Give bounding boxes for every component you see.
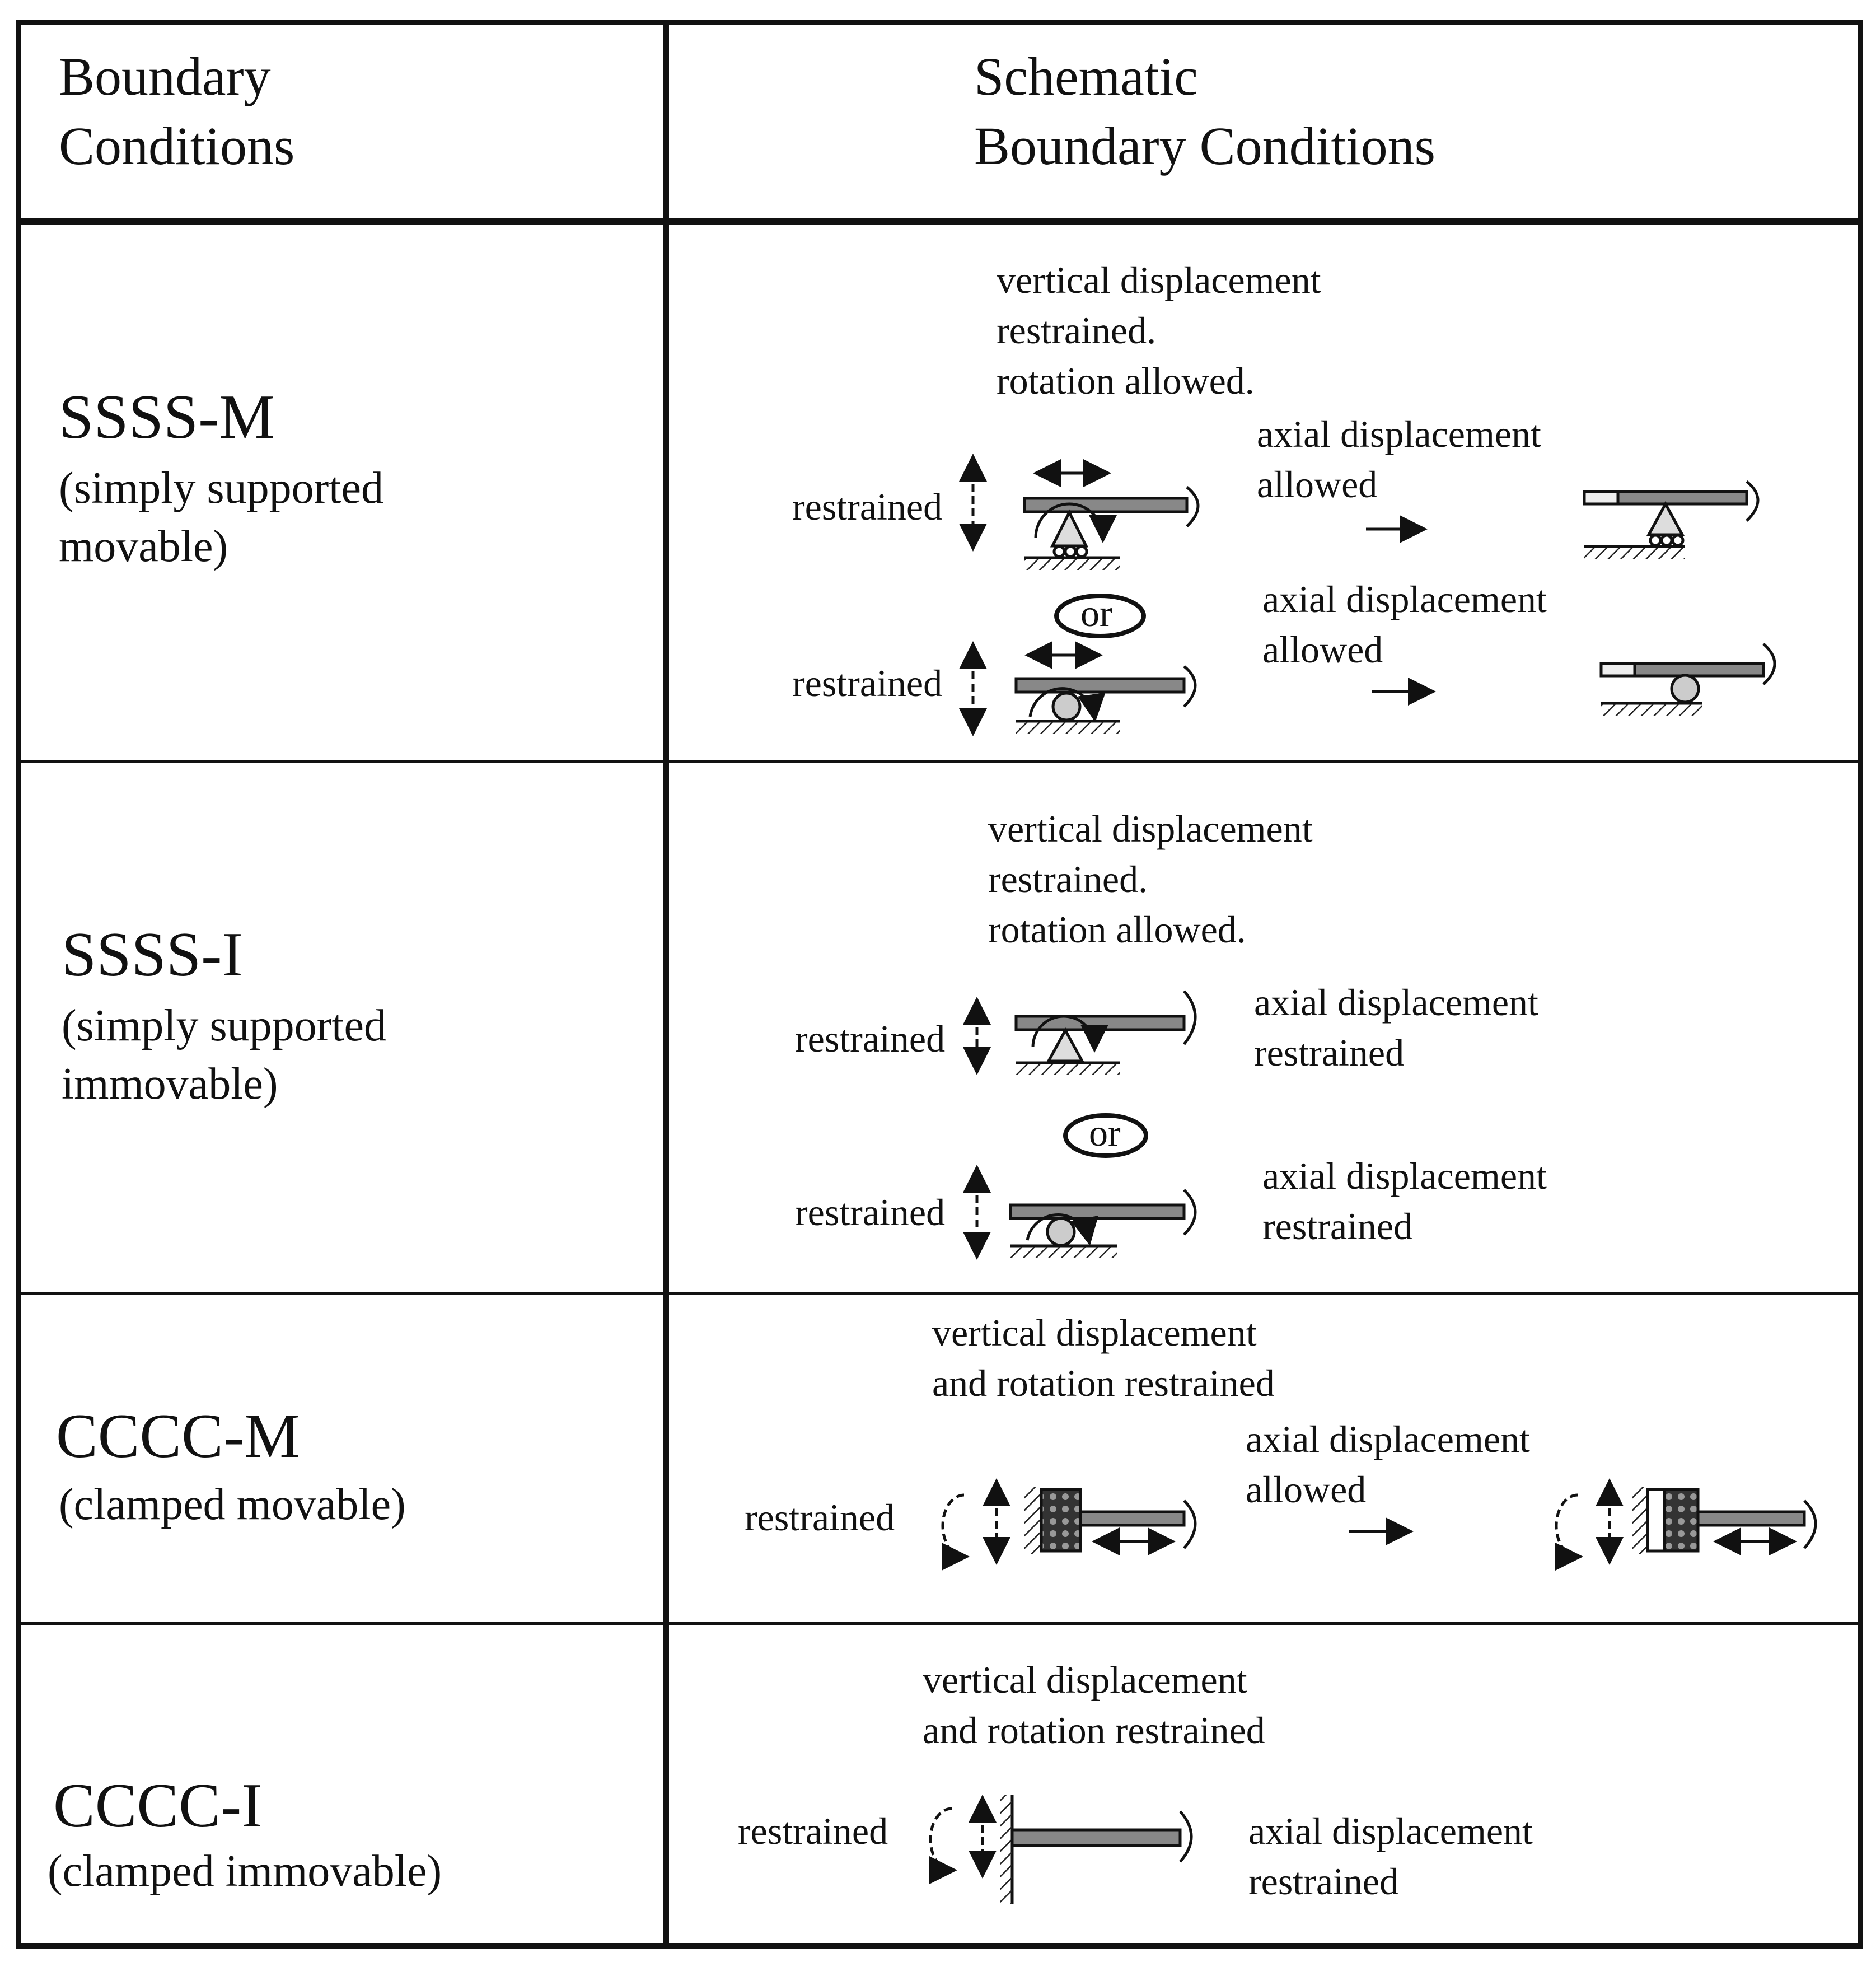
- cccc-i-axial: axial displacement restrained: [1248, 1806, 1533, 1907]
- header-col1: Boundary Conditions: [59, 42, 294, 181]
- cccc-m-axial: axial displacement allowed: [1246, 1414, 1530, 1515]
- row-desc-cccc-i: (clamped immovable): [48, 1842, 442, 1900]
- header-col2: Schematic Boundary Conditions: [974, 42, 1435, 181]
- ssss-m-support-b: [959, 641, 1197, 736]
- ssss-i-or-text: or: [1089, 1111, 1121, 1154]
- note-line: vertical displacement: [923, 1659, 1247, 1701]
- note-line: restrained.: [997, 309, 1157, 352]
- axial-line: axial displacement: [1246, 1418, 1530, 1460]
- axial-line: restrained: [1262, 1205, 1413, 1248]
- note-line: and rotation restrained: [923, 1709, 1265, 1751]
- note-line: and rotation restrained: [932, 1362, 1275, 1404]
- axial-line: allowed: [1246, 1468, 1367, 1511]
- axial-line: axial displacement: [1254, 981, 1538, 1024]
- row-desc-line: (clamped movable): [59, 1480, 406, 1529]
- row-desc-line: (simply supported: [62, 1001, 386, 1050]
- header-col1-line2: Conditions: [59, 116, 295, 176]
- row-code-ssss-i: SSSS-I: [62, 920, 243, 989]
- row-code-cccc-m: CCCC-M: [56, 1402, 300, 1471]
- ssss-i-axial-b: axial displacement restrained: [1262, 1151, 1547, 1251]
- header-col2-line1: Schematic: [974, 46, 1198, 106]
- note-line: vertical displacement: [932, 1311, 1257, 1354]
- note-line: vertical displacement: [988, 807, 1313, 850]
- ssss-m-restrained-a: restrained: [792, 485, 943, 528]
- note-line: vertical displacement: [997, 259, 1321, 301]
- row-desc-cccc-m: (clamped movable): [59, 1475, 406, 1534]
- ssss-i-restrained-a: restrained: [795, 1017, 946, 1060]
- ssss-m-displaced-a: [1583, 480, 1760, 559]
- cccc-m-top-note: vertical displacement and rotation restr…: [932, 1307, 1275, 1408]
- note-line: rotation allowed.: [997, 359, 1255, 402]
- header-col2-line2: Boundary Conditions: [974, 116, 1436, 176]
- axial-line: allowed: [1257, 463, 1378, 506]
- axial-line: axial displacement: [1257, 413, 1541, 455]
- ssss-i-support-a: [963, 990, 1197, 1075]
- ssss-m-top-note: vertical displacement restrained. rotati…: [997, 255, 1321, 406]
- cccc-m-displaced: [1555, 1478, 1817, 1571]
- row-desc-line: (simply supported: [59, 464, 383, 513]
- ssss-m-axial-b: axial displacement allowed: [1262, 574, 1547, 675]
- cccc-i-top-note: vertical displacement and rotation restr…: [923, 1655, 1265, 1755]
- row-desc-ssss-m: (simply supported movable): [59, 459, 383, 576]
- axial-line: axial displacement: [1262, 1155, 1547, 1197]
- note-line: restrained.: [988, 858, 1148, 900]
- axial-line: allowed: [1262, 628, 1383, 671]
- ssss-m-displaced-b: [1599, 643, 1776, 716]
- ssss-i-axial-a: axial displacement restrained: [1254, 977, 1538, 1078]
- ssss-i-top-note: vertical displacement restrained. rotati…: [988, 804, 1313, 955]
- ssss-i-restrained-b: restrained: [795, 1191, 946, 1234]
- axial-line: restrained: [1254, 1031, 1405, 1074]
- cccc-i-support: [929, 1795, 1193, 1904]
- table-grid: [16, 20, 1863, 1949]
- header-col1-line1: Boundary: [59, 46, 271, 106]
- ssss-i-or-ellipse: [1063, 1113, 1148, 1158]
- row-code-ssss-m: SSSS-M: [59, 382, 275, 452]
- cccc-m-restrained: restrained: [745, 1496, 895, 1539]
- ssss-i-support-b: [963, 1165, 1197, 1260]
- ssss-m-or-text: or: [1080, 592, 1112, 634]
- row-desc-ssss-i: (simply supported immovable): [62, 997, 386, 1113]
- row-desc-line: movable): [59, 522, 228, 571]
- note-line: rotation allowed.: [988, 908, 1246, 951]
- row-desc-line: (clamped immovable): [48, 1847, 442, 1896]
- ssss-m-or-ellipse: [1054, 594, 1146, 638]
- cccc-m-support-a: [941, 1478, 1197, 1571]
- axial-line: axial displacement: [1248, 1810, 1533, 1852]
- row-code-cccc-i: CCCC-I: [53, 1771, 263, 1840]
- row-desc-line: immovable): [62, 1059, 278, 1109]
- axial-line: axial displacement: [1262, 578, 1547, 620]
- axial-line: restrained: [1248, 1860, 1399, 1903]
- ssss-m-axial-a: axial displacement allowed: [1257, 409, 1541, 510]
- ssss-m-restrained-b: restrained: [792, 662, 943, 704]
- ssss-m-support-a: [959, 454, 1200, 570]
- cccc-i-restrained: restrained: [738, 1810, 888, 1852]
